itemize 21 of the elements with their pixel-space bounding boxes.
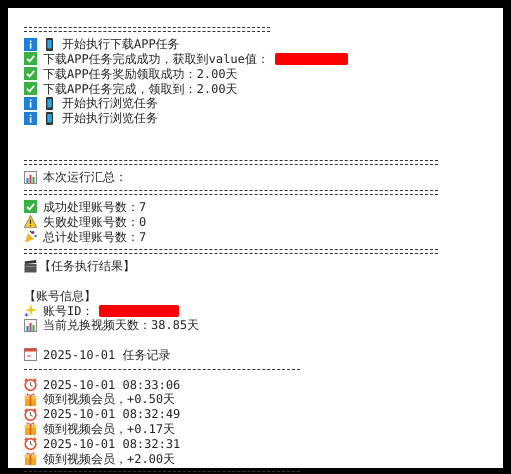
log-line: 2025-10-01 任务记录 xyxy=(43,348,170,362)
log-line: 成功处理账号数：7 xyxy=(43,200,146,214)
log-line: 失败处理账号数：0 xyxy=(43,214,146,229)
log-line: 总计处理账号数：7 xyxy=(43,230,146,244)
log-line: 开始执行下载APP任务 xyxy=(62,37,180,52)
log-line: 账号ID： xyxy=(43,304,94,318)
log-line: 2025-10-01 08:32:49 xyxy=(43,407,180,422)
log-line: 【任务执行结果】 xyxy=(39,259,135,274)
log-line: 领到视频会员，+2.00天 xyxy=(43,452,176,466)
log-line: 2025-10-01 08:32:31 xyxy=(43,436,180,451)
log-line: 本次运行汇总： xyxy=(43,170,127,184)
log-line: 开始执行浏览任务 xyxy=(62,111,158,126)
log-line: 领到视频会员，+0.17天 xyxy=(43,422,176,436)
log-line: 2025-10-01 08:33:06 xyxy=(43,378,180,392)
log-line: 下载APP任务完成，领取到：2.00天 xyxy=(43,82,238,96)
log-line: 【账号信息】 xyxy=(24,288,96,303)
log-line: 下载APP任务完成成功，获取到value值： xyxy=(43,52,269,66)
log-line: 开始执行浏览任务 xyxy=(62,96,158,110)
log-line: 当前兑换视频天数：38.85天 xyxy=(43,318,200,332)
log-line: 领到视频会员，+0.50天 xyxy=(43,392,176,406)
log-line: 下载APP任务奖励领取成功：2.00天 xyxy=(43,66,238,81)
